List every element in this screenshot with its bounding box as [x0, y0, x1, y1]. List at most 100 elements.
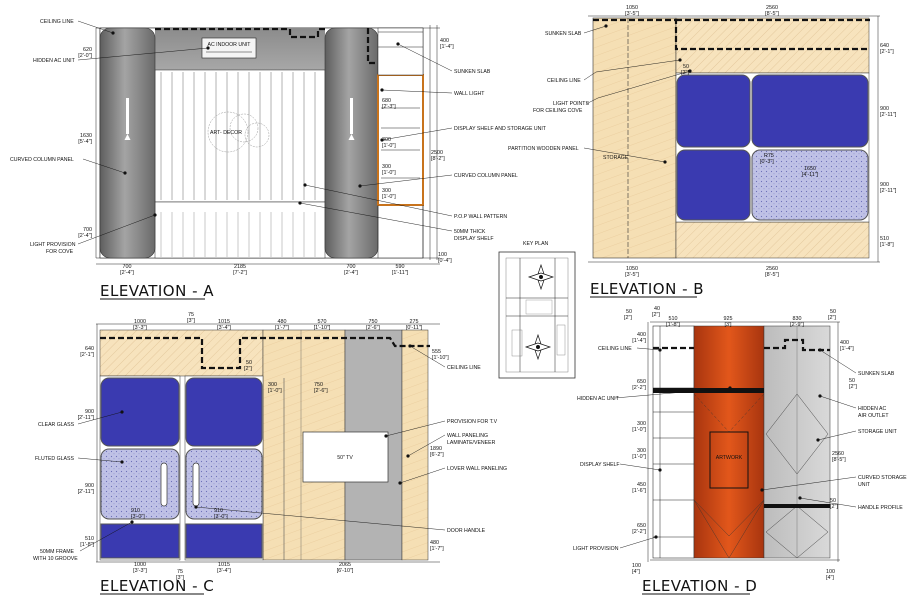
dim-d-left-4: 300 — [637, 421, 646, 427]
label-50mm-a: 50MM THICK — [454, 229, 486, 235]
fluted-glass-c1 — [100, 448, 180, 520]
hidden-ac-unit-d — [653, 388, 764, 393]
dim-c-bot-3: [3"] — [176, 575, 184, 581]
label-air-outlet-d: AIR OUTLET — [858, 413, 889, 419]
label-storage-unit-d: STORAGE UNIT — [858, 429, 898, 435]
dim-a-left-5: [2'-4"] — [78, 233, 92, 239]
dim-c-inner-8: 910 — [214, 508, 223, 514]
dim-c-left-4: 900 — [85, 483, 94, 489]
hidden-ac-outlet-d — [764, 504, 830, 508]
dim-d-left-10: 650 — [637, 523, 646, 529]
dim-c-bot-2: 75 — [177, 569, 183, 575]
dim-a-left-1: [2'-0"] — [78, 53, 92, 59]
dim-d-left-6: 300 — [637, 448, 646, 454]
dim-a-left-0: 620 — [83, 47, 92, 53]
dim-d-top-3: [2"] — [652, 312, 660, 318]
elevation-a: AC INDOOR UNIT ART- DECOR — [10, 19, 547, 300]
dim-d-right-6: 50 — [830, 498, 836, 504]
label-light-provision-a: LIGHT PROVISION — [30, 242, 76, 248]
dim-d-top-8: 830 — [793, 316, 802, 322]
label-curved-column-right-a: CURVED COLUMN PANEL — [454, 173, 518, 179]
dim-d-left-13: [4"] — [632, 569, 640, 575]
dim-d-top-1: [2"] — [624, 315, 632, 321]
pop-wall-flutes — [160, 72, 316, 200]
fluted-glass-c2 — [185, 448, 263, 520]
clear-glass-b1 — [676, 74, 751, 148]
dim-a-left-4: 700 — [83, 227, 92, 233]
elevation-c-title: ELEVATION - C — [100, 577, 214, 595]
label-clear-glass-c: CLEAR GLASS — [38, 422, 75, 428]
dim-a-right-6: 2500 — [431, 150, 443, 156]
artwork-label: ARTWORK — [716, 455, 743, 461]
dim-b-right-6: 510 — [880, 236, 889, 242]
dim-d-top-11: [2"] — [828, 315, 836, 321]
key-plan-compass-top — [527, 263, 555, 291]
dim-c-left-1: [2'-1"] — [80, 352, 94, 358]
dim-c-left-6: 510 — [85, 536, 94, 542]
dim-c-left-2: 900 — [85, 409, 94, 415]
dim-c-bot-1: [3'-3"] — [133, 568, 147, 574]
dim-d-top-5: [1'-8"] — [666, 322, 680, 328]
dim-a-right-12: 100 — [438, 252, 447, 258]
dim-c-top-13: [0'-11"] — [406, 325, 423, 331]
art-decor-label: ART- DECOR — [210, 130, 242, 136]
dim-c-right-0: 555 — [432, 349, 441, 355]
label-partition-b: PARTITION WOODEN PANEL — [508, 146, 579, 152]
dim-c-top-7: [1'-7"] — [275, 325, 289, 331]
dim-c-inner-5: [2'-6"] — [314, 388, 328, 394]
tv-label: 50" TV — [337, 455, 353, 461]
label-curved-column-a: CURVED COLUMN PANEL — [10, 157, 74, 163]
dim-d-left-5: [1'-0"] — [632, 427, 646, 433]
dim-c-left-5: [2'-11"] — [78, 489, 95, 495]
dim-a-bot-0: 700 — [123, 264, 132, 270]
wall-light-right-icon — [350, 98, 353, 134]
door-handle-c1 — [160, 462, 168, 507]
dim-a-bot-5: [2'-4"] — [344, 270, 358, 276]
dim-b-inner: 1650 — [804, 166, 816, 172]
label-display-shelf-d: DISPLAY SHELF — [580, 462, 620, 468]
dim-a-left-3: [5'-4"] — [78, 139, 92, 145]
elevation-b: STORAGE R75 [0'-3"] 1650 [4'-11"] 50 [2"… — [508, 5, 897, 298]
dim-d-top-9: [2'-9"] — [790, 322, 804, 328]
dim-d-left-12: 100 — [632, 563, 641, 569]
label-fluted-glass-c: FLUTED GLASS — [35, 456, 74, 462]
label-provision-tv-c: PROVISION FOR T.V — [447, 419, 498, 425]
label-sunken-slab-b: SUNKEN SLAB — [545, 31, 582, 37]
dim-c-top-8: 570 — [318, 319, 327, 325]
label-50mm-frame-c: 50MM FRAME — [40, 549, 75, 555]
storage-label-b: STORAGE — [603, 155, 629, 161]
label-light-provision-d: LIGHT PROVISION — [573, 546, 619, 552]
dim-d-right-3: [2"] — [849, 384, 857, 390]
clear-glass-c1-low — [100, 523, 180, 559]
label-hidden-ac-d-right: HIDDEN AC — [858, 406, 887, 412]
dim-d-right-2: 50 — [849, 378, 855, 384]
dim-c-top-6: 480 — [278, 319, 287, 325]
dim-c-bot-7: [6'-10"] — [337, 568, 354, 574]
dim-b-top-0: 1050 — [626, 5, 638, 11]
partition-wooden-panel — [592, 17, 677, 259]
dim-c-inner-2: 300 — [268, 382, 277, 388]
elevation-d: ARTWORK CEILING LINE HIDDEN AC UNIT DISP… — [573, 306, 907, 595]
dim-d-right-8: 100 — [826, 569, 835, 575]
clear-glass-b2 — [751, 74, 869, 148]
elevation-c: 50" TV CLEAR GLASS FLUTED GLASS 50MM FRA… — [33, 312, 507, 595]
label-curved-storage-unit-d: UNIT — [858, 482, 871, 488]
dim-a-right-10: 300 — [382, 188, 391, 194]
dim-a-right-9: [1'-0"] — [382, 170, 396, 176]
dim-b-right-0: 640 — [880, 43, 889, 49]
label-handle-profile-d: HANDLE PROFILE — [858, 505, 903, 511]
dim-c-left-3: [2'-11"] — [78, 415, 95, 421]
label-door-handle-c: DOOR HANDLE — [447, 528, 486, 534]
dim-d-top-10: 50 — [830, 309, 836, 315]
dim-a-right-2: 680 — [382, 98, 391, 104]
art-decor: ART- DECOR — [207, 111, 270, 153]
dim-c-inner-3: [1'-0"] — [268, 388, 282, 394]
dim-a-bot-7: [1'-11"] — [392, 270, 409, 276]
dim-b-bot-2: 2560 — [766, 266, 778, 272]
label-ceiling-line-a: CEILING LINE — [40, 19, 74, 25]
label-lover-wall-c: LOVER WALL PANELING — [447, 466, 507, 472]
label-ceiling-cove-b: FOR CEILING COVE — [533, 108, 583, 114]
dim-d-left-0: 400 — [637, 332, 646, 338]
label-wall-light-a: WALL LIGHT — [454, 91, 485, 97]
